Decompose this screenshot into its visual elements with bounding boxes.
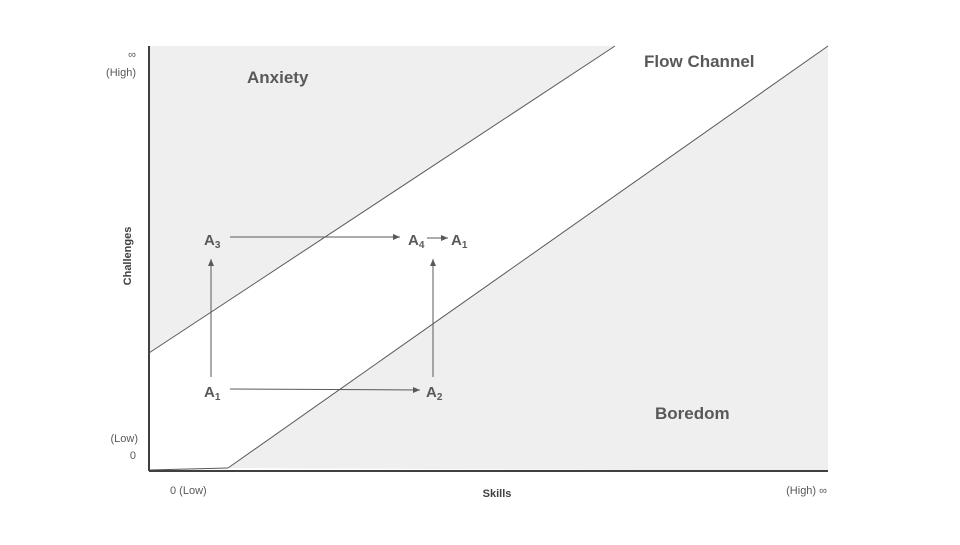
y-axis-high-symbol: ∞ bbox=[128, 49, 136, 61]
flow-lower-boundary bbox=[227, 45, 829, 469]
anxiety-label: Anxiety bbox=[247, 68, 309, 87]
y-axis-low-value: 0 bbox=[130, 450, 136, 462]
arrow-a1-to-a2 bbox=[229, 386, 421, 393]
state-a4: A4 bbox=[408, 232, 425, 251]
state-a1-return: A1 bbox=[451, 232, 468, 251]
flow-upper-boundary bbox=[148, 45, 616, 354]
flow-lower-boundary-foot bbox=[148, 467, 229, 471]
x-axis-high-label: (High) ∞ bbox=[786, 485, 827, 497]
state-a2: A2 bbox=[426, 384, 443, 403]
y-axis-title: Challenges bbox=[122, 227, 134, 286]
x-axis-low-label: 0 (Low) bbox=[170, 485, 207, 497]
state-a3: A3 bbox=[204, 232, 221, 251]
y-axis-high-label: (High) bbox=[106, 67, 136, 79]
state-a1: A1 bbox=[204, 384, 221, 403]
flow-channel-label: Flow Channel bbox=[644, 52, 755, 71]
x-axis-title: Skills bbox=[483, 488, 512, 500]
y-axis-low-label: (Low) bbox=[110, 433, 138, 445]
boredom-label: Boredom bbox=[655, 404, 730, 423]
boredom-region bbox=[228, 46, 828, 471]
